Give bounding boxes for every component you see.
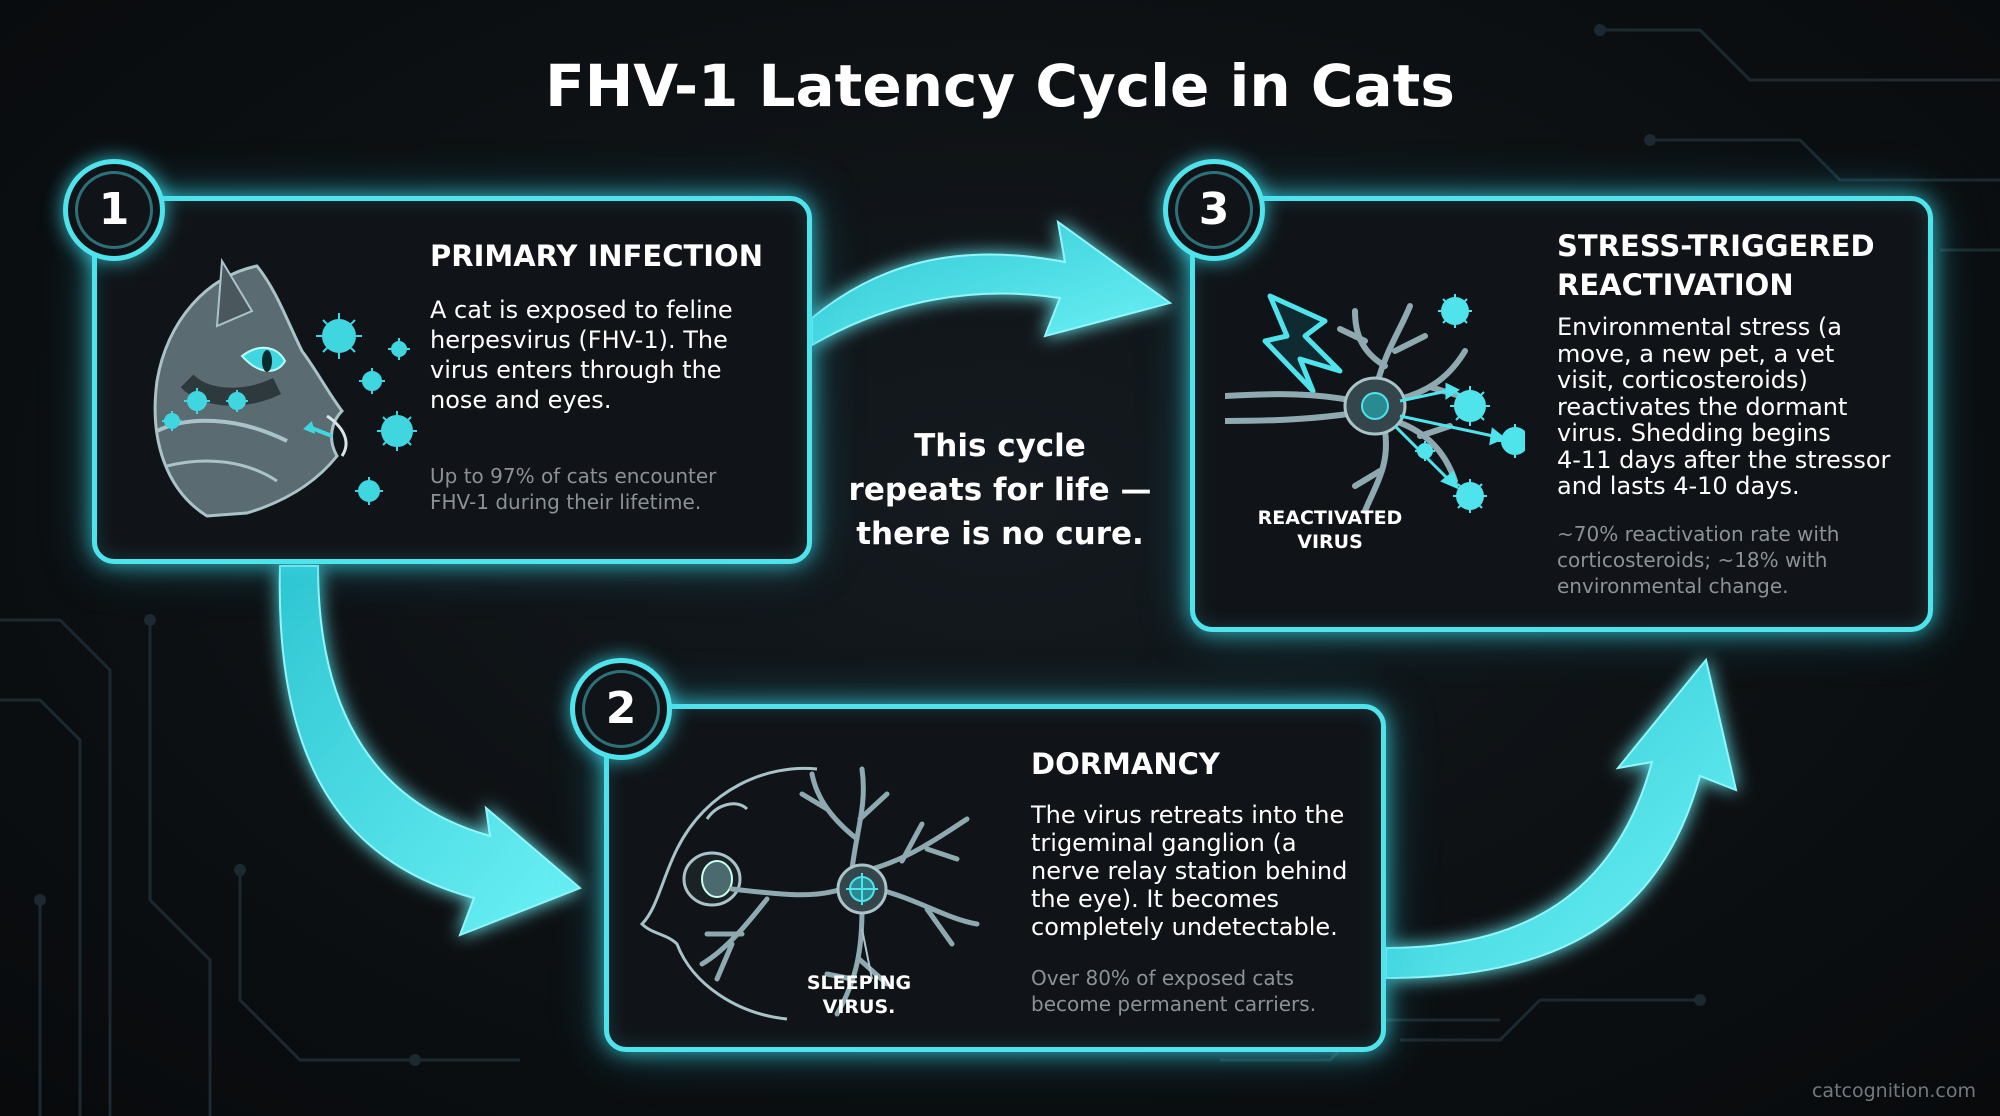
cycle-note-line: there is no cure.	[856, 516, 1144, 552]
body-line: move, a new pet, a vet	[1557, 339, 1835, 368]
step-number-badge: 3	[1163, 159, 1265, 261]
step-card-dormancy: SLEEPING VIRUS. DORMANCY The virus retre…	[604, 704, 1386, 1052]
body-line: The virus retreats into the	[1031, 801, 1345, 829]
illustration-label: REACTIVATED VIRUS	[1230, 506, 1430, 554]
body-line: trigeminal ganglion (a	[1031, 829, 1297, 857]
step-body: A cat is exposed to feline herpesvirus (…	[430, 295, 733, 415]
body-line: visit, corticosteroids)	[1557, 366, 1808, 394]
body-line: nerve relay station behind	[1031, 857, 1348, 885]
step-title: DORMANCY	[1031, 747, 1220, 781]
body-line: A cat is exposed to feline	[430, 296, 733, 324]
step-statistic: Up to 97% of cats encounter FHV-1 during…	[430, 463, 716, 515]
virus-particle-icon	[162, 411, 182, 431]
virus-particle-icon	[388, 338, 410, 360]
body-line: reactivates the dormant	[1557, 392, 1848, 421]
note-line: Over 80% of exposed cats	[1031, 966, 1294, 990]
body-line: herpesvirus (FHV-1). The	[430, 326, 728, 354]
title-line: STRESS-TRIGGERED	[1557, 229, 1875, 263]
step-body: The virus retreats into the trigeminal g…	[1031, 801, 1347, 941]
label-line: VIRUS.	[822, 996, 896, 1018]
step-body: Environmental stress (a move, a new pet,…	[1557, 314, 1890, 500]
step-number-badge: 2	[570, 658, 672, 760]
label-line: SLEEPING	[806, 972, 912, 994]
virus-particle-icon	[1498, 424, 1525, 458]
reactivation-illustration	[1225, 293, 1525, 514]
cat-head-icon	[639, 766, 818, 1021]
body-line: completely undetectable.	[1031, 913, 1338, 941]
step-title: PRIMARY INFECTION	[430, 239, 763, 273]
note-line: corticosteroids; ~18% with	[1557, 548, 1828, 572]
virus-particle-icon	[355, 477, 383, 505]
virus-particle-icon	[316, 313, 362, 359]
neuron-icon	[699, 766, 980, 1017]
title-line: REACTIVATION	[1557, 268, 1794, 302]
body-line: virus enters through the	[430, 356, 722, 384]
note-line: environmental change.	[1557, 574, 1789, 598]
virus-particle-icon	[1450, 386, 1490, 426]
step-statistic: Over 80% of exposed cats become permanen…	[1031, 965, 1316, 1017]
neuron-icon	[1225, 303, 1468, 514]
virus-particle-icon	[377, 411, 417, 451]
virus-particle-icon	[1453, 479, 1487, 513]
body-line: the eye). It becomes	[1031, 885, 1280, 913]
label-line: REACTIVATED	[1257, 507, 1403, 529]
arrow-2-to-3	[1385, 657, 1738, 980]
virus-particle-icon	[846, 873, 878, 905]
dormancy-illustration	[639, 766, 980, 1021]
cycle-note: This cycle repeats for life — there is n…	[835, 424, 1165, 556]
illustration-label: SLEEPING VIRUS.	[759, 971, 959, 1019]
cycle-note-line: repeats for life —	[848, 472, 1152, 508]
virus-particle-icon	[359, 368, 385, 394]
step-card-primary-infection: PRIMARY INFECTION A cat is exposed to fe…	[92, 196, 812, 564]
body-line: 4-11 days after the stressor	[1557, 445, 1891, 474]
note-line: Up to 97% of cats encounter	[430, 464, 717, 488]
cycle-note-line: This cycle	[914, 428, 1086, 464]
body-line: Environmental stress (a	[1557, 313, 1842, 341]
page-title: FHV-1 Latency Cycle in Cats	[545, 52, 1455, 120]
step-card-reactivation: REACTIVATED VIRUS STRESS-TRIGGERED REACT…	[1190, 196, 1933, 632]
body-line: and lasts 4-10 days.	[1557, 472, 1800, 500]
cat-exposure-illustration	[153, 257, 417, 518]
arrow-1-to-3	[811, 219, 1173, 347]
virus-particle-icon	[184, 388, 210, 414]
note-line: become permanent carriers.	[1031, 992, 1317, 1016]
virus-particle-icon	[226, 390, 248, 412]
body-line: nose and eyes.	[430, 386, 612, 414]
lightning-bolt-icon	[1262, 293, 1343, 394]
footer-site-credit: catcognition.com	[1811, 1080, 1976, 1102]
arrow-1-to-2	[278, 565, 582, 937]
step-number-badge: 1	[63, 159, 165, 261]
virus-particle-icon	[1438, 294, 1472, 328]
body-line: virus. Shedding begins	[1557, 419, 1831, 447]
step-statistic: ~70% reactivation rate with corticostero…	[1557, 521, 1839, 599]
label-line: VIRUS	[1297, 531, 1363, 553]
note-line: ~70% reactivation rate with	[1557, 522, 1840, 546]
note-line: FHV-1 during their lifetime.	[430, 490, 702, 514]
step-title: STRESS-TRIGGERED REACTIVATION	[1557, 227, 1875, 305]
